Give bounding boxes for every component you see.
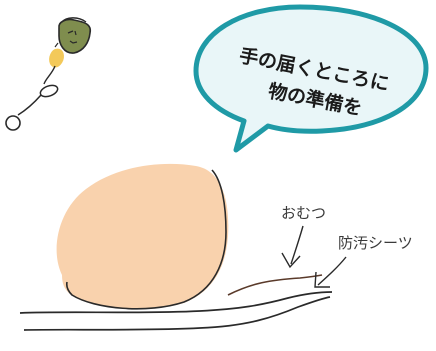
arrow-icon bbox=[281, 225, 304, 269]
sheet-label-group: 防汚シーツ bbox=[314, 234, 413, 288]
keychain-icon bbox=[5, 17, 92, 131]
body-illustration bbox=[56, 163, 323, 310]
speech-bubble: 手の届くところに 物の準備を bbox=[193, 4, 429, 153]
diaper-label-group: おむつ bbox=[281, 204, 326, 269]
diaper-label: おむつ bbox=[281, 204, 326, 222]
sheet-label: 防汚シーツ bbox=[338, 234, 413, 252]
arrow-icon bbox=[314, 256, 347, 288]
sheet-illustration bbox=[19, 291, 333, 331]
